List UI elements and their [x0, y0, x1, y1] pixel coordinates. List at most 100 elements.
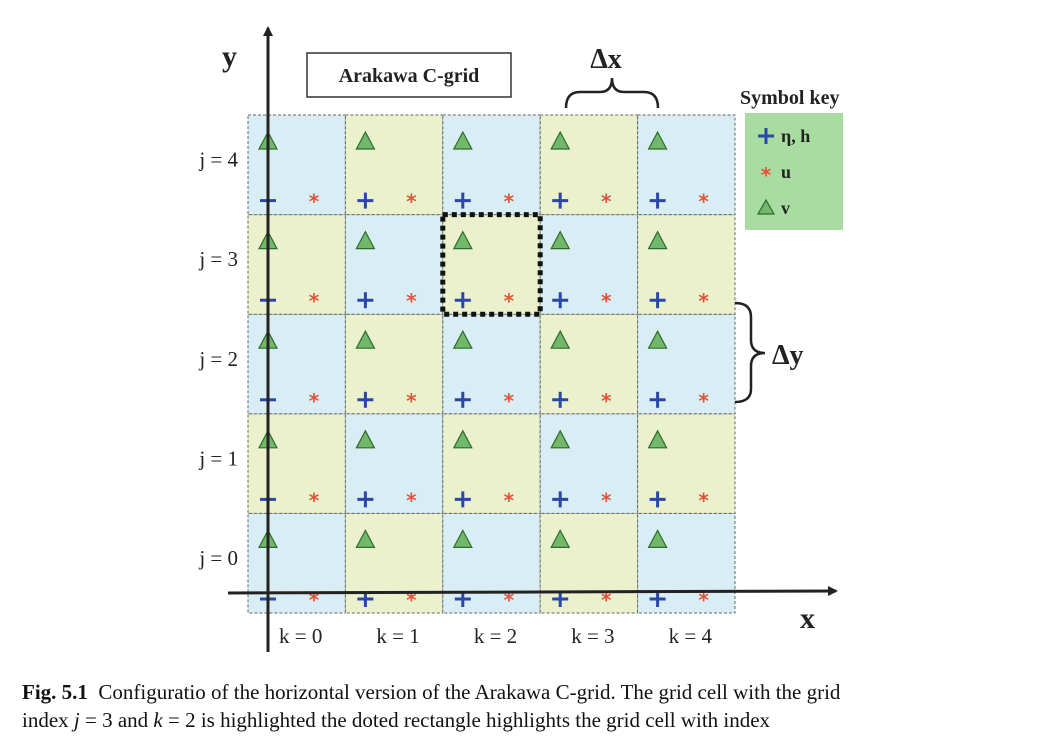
grid-cell [637, 413, 736, 514]
grid-cell [442, 313, 541, 415]
dx-label: Δx [590, 44, 622, 75]
eta-plus-marker [649, 192, 666, 209]
row-label: j = 4 [198, 148, 238, 172]
v-triangle-marker [647, 429, 668, 449]
y-axis-label: y [222, 40, 237, 73]
caption-label: Fig. 5.1 [22, 680, 88, 704]
caption-eq-2: = 2 is highlighted the doted rectangle h… [162, 708, 771, 732]
eta-plus-marker [649, 292, 666, 309]
v-triangle-marker [452, 130, 473, 150]
row-label: j = 1 [198, 446, 238, 470]
grid-cell [247, 313, 346, 415]
u-asterisk-marker: * [698, 289, 709, 313]
u-asterisk-marker: * [406, 289, 417, 313]
u-asterisk-marker: * [504, 488, 515, 512]
plus-icon [758, 128, 774, 144]
caption-eq-1: = 3 and [79, 708, 154, 732]
u-asterisk-marker: * [406, 389, 417, 413]
eta-plus-marker [649, 591, 666, 607]
grid-cell [539, 313, 639, 415]
symbol-key: Symbol key η, h * u v [740, 87, 843, 230]
u-asterisk-marker: * [406, 488, 417, 512]
grid-cell [344, 114, 444, 216]
u-asterisk-marker: * [698, 588, 709, 612]
caption-text-1: Configuratio of the horizontal version o… [98, 680, 841, 704]
v-triangle-marker [647, 329, 668, 349]
caption-k-var: k [153, 708, 163, 732]
column-label: k = 4 [669, 624, 713, 648]
u-asterisk-marker: * [406, 588, 417, 612]
u-asterisk-marker: * [698, 190, 709, 214]
title-box [306, 52, 512, 98]
v-triangle-marker [647, 230, 668, 250]
row-label: j = 2 [198, 347, 238, 371]
u-asterisk-marker: * [601, 389, 612, 413]
v-triangle-marker [550, 230, 571, 250]
grid-cell [637, 114, 736, 216]
grid-cell [344, 413, 444, 514]
u-asterisk-marker: * [309, 389, 320, 413]
caption-line-2: index j = 3 and k = 2 is highlighted the… [22, 706, 1042, 734]
grid-cell [442, 512, 541, 614]
asterisk-icon: * [761, 163, 772, 187]
x-axis [227, 586, 838, 597]
eta-plus-marker [357, 491, 374, 508]
u-asterisk-marker: * [309, 588, 320, 612]
eta-plus-marker [552, 192, 569, 209]
legend-item-v: v [756, 198, 790, 218]
v-triangle-marker [452, 329, 473, 349]
v-triangle-marker [355, 230, 376, 250]
eta-plus-marker [649, 491, 666, 508]
u-asterisk-marker: * [601, 588, 612, 612]
grid-cell [344, 313, 444, 415]
legend-item-u: * u [761, 162, 791, 187]
v-triangle-marker [647, 529, 668, 549]
caption-j-var: j [73, 708, 80, 732]
grid-cell [539, 512, 639, 614]
v-triangle-marker [550, 529, 571, 549]
u-asterisk-marker: * [504, 190, 515, 214]
u-asterisk-marker: * [601, 190, 612, 214]
row-label: j = 0 [198, 546, 238, 570]
x-axis-label: x [800, 602, 815, 635]
eta-plus-marker [357, 391, 374, 408]
grid-cell [247, 512, 346, 614]
v-triangle-marker [550, 130, 571, 150]
u-asterisk-marker: * [504, 588, 515, 612]
eta-plus-marker [552, 491, 569, 508]
legend-label-u: u [781, 162, 791, 182]
u-asterisk-marker: * [309, 488, 320, 512]
arakawa-grid-figure: ************************* y x Arakawa C-… [198, 26, 843, 652]
legend-label-eta-h: η, h [781, 126, 810, 146]
symbol-key-title: Symbol key [740, 87, 839, 109]
eta-plus-marker [552, 391, 569, 408]
row-label: j = 3 [198, 247, 238, 271]
grid-cell [247, 114, 346, 216]
v-triangle-marker [647, 130, 668, 150]
v-triangle-marker [452, 230, 473, 250]
eta-plus-marker [552, 591, 569, 607]
triangle-icon [756, 198, 776, 215]
eta-plus-marker [454, 391, 471, 408]
column-label: k = 2 [474, 624, 517, 648]
grid-cell [344, 512, 444, 614]
column-label: k = 3 [571, 624, 614, 648]
eta-plus-marker [357, 192, 374, 209]
caption-line-1: Fig. 5.1 Configuratio of the horizontal … [22, 678, 1042, 706]
u-asterisk-marker: * [601, 289, 612, 313]
u-asterisk-marker: * [698, 488, 709, 512]
eta-plus-marker [454, 491, 471, 508]
v-triangle-marker [355, 429, 376, 449]
eta-plus-marker [552, 292, 569, 309]
eta-plus-marker [454, 192, 471, 209]
column-label: k = 0 [279, 624, 322, 648]
title-box-text: Arakawa C-grid [339, 65, 480, 87]
v-triangle-marker [355, 329, 376, 349]
grid-cell [344, 214, 444, 315]
u-asterisk-marker: * [309, 289, 320, 313]
u-asterisk-marker: * [406, 190, 417, 214]
u-asterisk-marker: * [504, 389, 515, 413]
grid-cell [637, 214, 736, 315]
grid-cell [637, 313, 736, 415]
